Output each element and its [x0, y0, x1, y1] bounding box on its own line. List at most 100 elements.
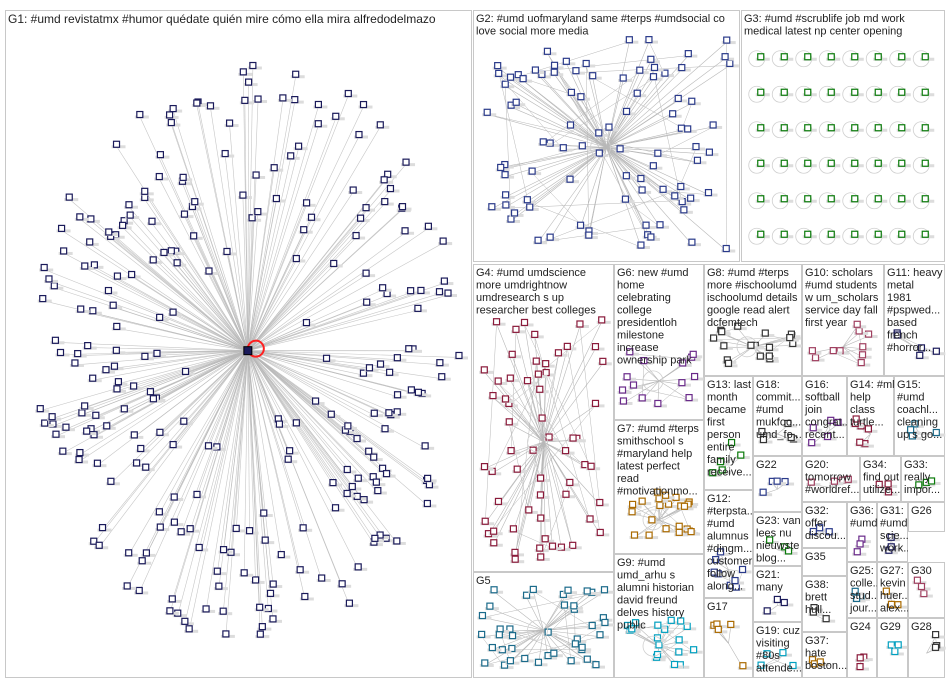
g6-edge	[629, 353, 692, 360]
g13-node	[737, 451, 745, 459]
g1-edge	[247, 219, 253, 351]
g3-node	[898, 88, 906, 96]
g2-edge	[510, 78, 607, 148]
group-label-line: G22	[756, 459, 777, 471]
g1-edge	[247, 350, 282, 557]
group-label-line: G8: #umd #terps	[707, 267, 789, 279]
g4-node	[541, 535, 549, 543]
g5-node	[567, 657, 575, 665]
g1-node	[71, 359, 79, 367]
group-label-line: G38:	[805, 579, 829, 591]
group-label-line: G9: #umd	[617, 557, 665, 569]
g1-node	[245, 527, 254, 535]
g4-node	[481, 517, 489, 525]
g27-node	[894, 601, 902, 609]
g1-node	[36, 405, 44, 413]
g1-edge	[247, 350, 334, 485]
g4-node	[490, 527, 498, 535]
g3-node	[851, 230, 859, 238]
group-label-g22: G22	[756, 459, 777, 471]
labels-layer: G1: #umd revistatmx #humor quédate quién…	[8, 12, 943, 675]
g2-edge	[606, 100, 679, 148]
group-label-line: G37:	[805, 635, 829, 647]
g1-edge	[230, 350, 249, 555]
group-label-line: more umdrightnow	[476, 280, 567, 292]
g1-node	[98, 523, 107, 532]
group-label-line: #horror...	[887, 342, 931, 354]
g2-node	[501, 171, 509, 179]
g6-edge	[623, 380, 660, 404]
g3-node	[780, 124, 788, 132]
g5-node	[522, 591, 531, 599]
g5-node	[508, 644, 516, 653]
g1-hub-node	[243, 346, 253, 356]
group-label-line: G25:	[850, 565, 874, 577]
g8-node	[761, 329, 769, 337]
g1-node	[352, 231, 360, 240]
group-label-line: G34:	[863, 459, 887, 471]
g1-node	[380, 176, 388, 184]
g11-node	[917, 344, 926, 352]
g2-node	[494, 62, 502, 70]
g2-node	[619, 74, 627, 82]
g5-edge	[482, 594, 592, 618]
group-label-line: #terpsta...	[707, 506, 756, 518]
g9-edge	[631, 622, 672, 632]
g1-edge	[247, 265, 334, 351]
g38-node	[809, 608, 817, 616]
g1-node	[103, 422, 111, 430]
g1-node	[195, 543, 203, 552]
g1-node	[215, 582, 223, 590]
g1-edge	[247, 274, 367, 351]
g1-node	[299, 524, 307, 532]
g1-edge	[196, 350, 249, 497]
g1-edge	[247, 213, 259, 351]
g4-node	[536, 544, 544, 552]
group-label-line: #pspwed...	[887, 305, 940, 317]
group-label-line: #motivationmo...	[617, 486, 698, 498]
g4-node	[586, 515, 594, 523]
g10-node	[859, 343, 867, 351]
g4-node	[569, 541, 577, 549]
g4-node	[525, 506, 533, 514]
group-label-line: love social more media	[476, 26, 589, 38]
g1-edge	[247, 350, 386, 431]
g1-node	[107, 477, 115, 485]
g1-node	[424, 222, 432, 230]
g17-node	[727, 620, 735, 629]
g2-edge	[588, 147, 607, 238]
g1-edge	[243, 73, 249, 351]
group-label-line: G28	[911, 621, 932, 633]
group-label-line: congrat...	[805, 417, 851, 429]
g1-node	[204, 442, 213, 450]
g1-node	[62, 423, 70, 431]
g1-node	[239, 191, 247, 199]
group-box-g1	[5, 10, 472, 678]
g6-node	[689, 350, 697, 358]
g1-node	[254, 95, 262, 103]
g4-edge	[543, 441, 574, 548]
g4-node	[566, 478, 574, 487]
g4-edge	[543, 441, 553, 549]
g2-edge	[543, 71, 640, 145]
g25-node	[851, 587, 859, 595]
g5-node	[488, 643, 496, 652]
g1-node	[167, 118, 175, 127]
g37-node	[816, 658, 824, 666]
g2-node	[693, 156, 702, 164]
g1-edge	[118, 350, 248, 384]
group-label-line: utilize...	[863, 484, 900, 496]
g4-edge	[543, 441, 600, 505]
g2-node	[576, 221, 585, 229]
g4-node	[591, 399, 600, 407]
g2-edge	[606, 115, 673, 148]
g1-node	[330, 259, 338, 268]
g9-edge	[629, 631, 660, 648]
g3-node	[851, 124, 859, 132]
g2-edge	[527, 147, 607, 202]
g3-node	[851, 159, 859, 167]
